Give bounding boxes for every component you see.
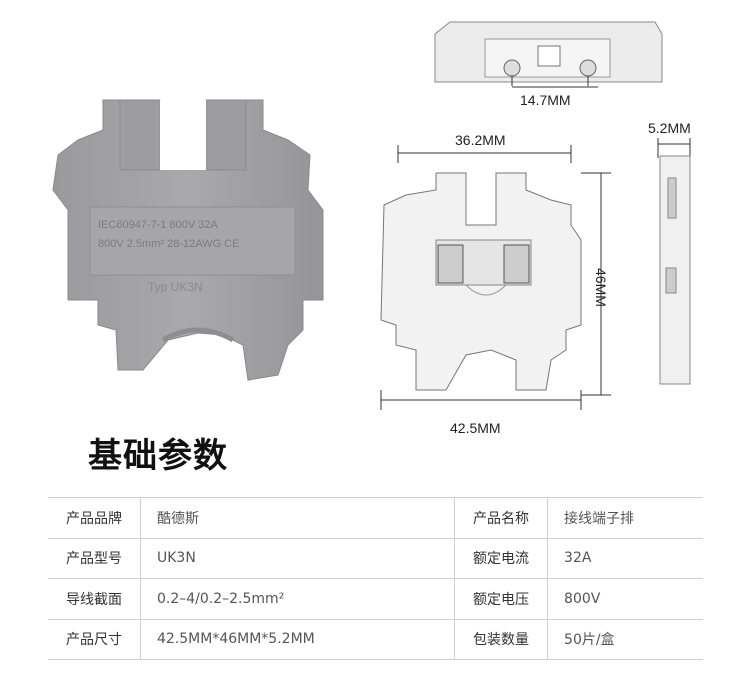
- spec-value: 50片/盒: [547, 618, 703, 660]
- spec-value: 接线端子排: [547, 497, 703, 539]
- table-row: 导线截面 0.2–4/0.2–2.5mm² 额定电压 800V: [48, 578, 703, 620]
- lower-width-dimension-label: 42.5MM: [450, 420, 501, 436]
- thickness-dimension-label: 5.2MM: [648, 120, 691, 136]
- height-dimension-label: 46MM: [593, 268, 609, 307]
- photo-marking-line2: 800V 2.5mm² 28-12AWG CE: [98, 238, 239, 250]
- spec-key: 包装数量: [454, 618, 548, 660]
- section-title: 基础参数: [88, 436, 228, 476]
- table-row: 产品尺寸 42.5MM*46MM*5.2MM 包装数量 50片/盒: [48, 618, 703, 660]
- table-row: 产品型号 UK3N 额定电流 32A: [48, 537, 703, 579]
- top-width-dimension-label: 14.7MM: [520, 92, 571, 108]
- table-row: 产品品牌 酷德斯 产品名称 接线端子排: [48, 497, 703, 539]
- spec-key: 产品名称: [454, 497, 548, 539]
- photo-model-label: Typ UK3N: [148, 280, 203, 294]
- spec-key: 额定电流: [454, 537, 548, 579]
- spec-value: UK3N: [139, 537, 455, 579]
- spec-key: 产品型号: [48, 537, 141, 579]
- product-photo: IEC60947-7-1 800V 32A 800V 2.5mm² 28-12A…: [52, 99, 324, 381]
- spec-key: 产品尺寸: [48, 618, 141, 660]
- spec-key: 额定电压: [454, 578, 548, 620]
- specs-table: 产品品牌 酷德斯 产品名称 接线端子排 产品型号 UK3N 额定电流 32A 导…: [48, 497, 703, 660]
- spec-key: 导线截面: [48, 578, 141, 620]
- upper-width-dimension-label: 36.2MM: [455, 132, 506, 148]
- spec-value: 酷德斯: [139, 497, 455, 539]
- spec-value: 800V: [547, 578, 703, 620]
- front-view-drawing: [380, 145, 611, 410]
- side-view-drawing: [657, 138, 691, 385]
- spec-value: 42.5MM*46MM*5.2MM: [139, 618, 455, 660]
- photo-marking-line1: IEC60947-7-1 800V 32A: [98, 219, 219, 231]
- spec-value: 0.2–4/0.2–2.5mm²: [139, 578, 455, 620]
- spec-key: 产品品牌: [48, 497, 141, 539]
- top-view-drawing: [434, 21, 663, 86]
- spec-value: 32A: [547, 537, 703, 579]
- top-width-dimension-line: [512, 86, 598, 88]
